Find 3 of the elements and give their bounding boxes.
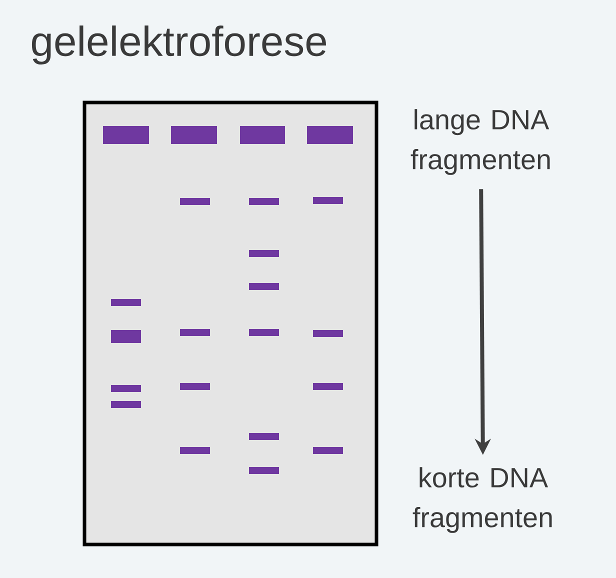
title: gelelektroforese (32, 26, 326, 64)
text-label: korte DNA fragmenten (412, 467, 552, 533)
text-label: lange DNA fragmenten (410, 109, 550, 175)
